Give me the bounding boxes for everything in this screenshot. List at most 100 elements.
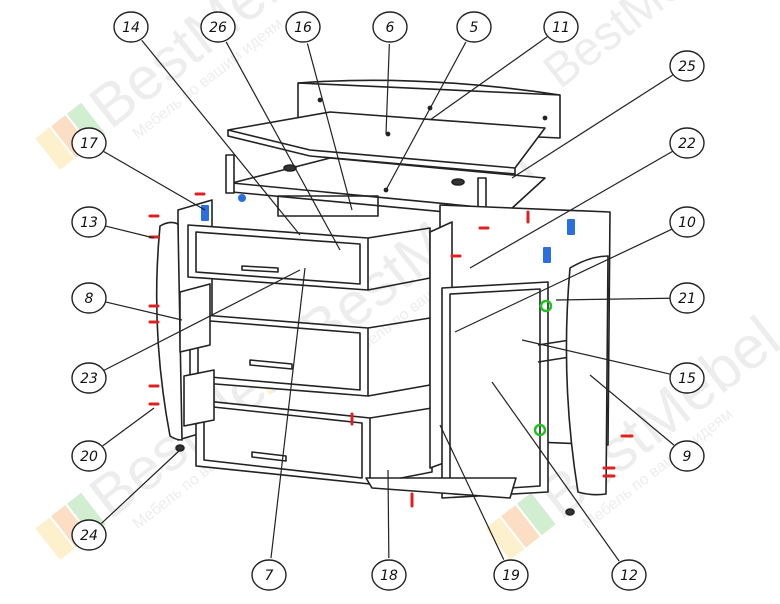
callout-number: 20 bbox=[80, 449, 98, 465]
callout-number: 18 bbox=[380, 568, 398, 584]
callout-number: 7 bbox=[265, 568, 274, 584]
callout-circle bbox=[669, 50, 705, 82]
callout-23: 23 bbox=[71, 269, 301, 394]
callout-19: 19 bbox=[439, 424, 529, 591]
callout-circle bbox=[200, 11, 236, 43]
watermark-color-block bbox=[501, 505, 540, 548]
callout-number: 11 bbox=[552, 20, 570, 36]
hinge-icon bbox=[567, 219, 575, 235]
callout-leader-line bbox=[454, 228, 672, 333]
cam-fitting-icon bbox=[533, 423, 547, 437]
callout-leader-line bbox=[511, 74, 674, 179]
callout-number: 24 bbox=[80, 528, 98, 544]
callout-circle bbox=[493, 559, 529, 591]
callout-circle bbox=[71, 362, 107, 394]
callout-10: 10 bbox=[454, 206, 705, 333]
drawer-3-side bbox=[369, 407, 433, 485]
callout-number: 15 bbox=[678, 371, 696, 387]
callout-leader-line bbox=[387, 469, 390, 559]
callout-leader-line bbox=[491, 381, 620, 562]
callout-circle bbox=[372, 11, 408, 43]
callout-leader-line bbox=[105, 225, 155, 239]
callout-number: 10 bbox=[678, 215, 696, 231]
watermark-color-block bbox=[35, 127, 75, 170]
foot-icon bbox=[175, 444, 185, 452]
callout-circle bbox=[669, 127, 705, 159]
drawer-handle-icon bbox=[249, 359, 293, 370]
callout-circle bbox=[285, 11, 321, 43]
callout-leader-line bbox=[225, 41, 341, 251]
bottom-plinth bbox=[365, 477, 517, 499]
callout-number: 19 bbox=[502, 568, 520, 584]
callout-6: 6 bbox=[372, 11, 408, 135]
callout-leader-line bbox=[589, 374, 675, 446]
cabinet-door bbox=[441, 281, 549, 499]
callout-21: 21 bbox=[555, 282, 705, 314]
callout-number: 14 bbox=[122, 20, 140, 36]
cam-fitting-icon bbox=[238, 194, 246, 202]
callout-number: 8 bbox=[85, 291, 94, 307]
drawer-body-left bbox=[183, 369, 215, 427]
callout-leader-line bbox=[103, 150, 206, 211]
callout-14: 14 bbox=[113, 11, 301, 236]
callout-leader-line bbox=[469, 150, 673, 269]
callout-leader-line bbox=[439, 424, 505, 560]
right-curved-side bbox=[565, 255, 609, 496]
callout-number: 26 bbox=[209, 20, 227, 36]
left-post bbox=[225, 154, 235, 194]
screw-icon bbox=[317, 97, 323, 103]
cabinet-door-inner bbox=[449, 288, 541, 493]
callout-circle bbox=[669, 206, 705, 238]
callout-number: 13 bbox=[80, 215, 98, 231]
callout-11: 11 bbox=[429, 11, 579, 121]
callout-leader-line bbox=[270, 267, 306, 559]
callout-leader-line bbox=[429, 36, 548, 121]
callout-13: 13 bbox=[71, 206, 155, 239]
callout-number: 9 bbox=[683, 449, 692, 465]
top-board-cutout bbox=[277, 195, 379, 217]
top-panel-edge bbox=[227, 130, 516, 175]
screw-icon bbox=[542, 115, 548, 121]
callout-9: 9 bbox=[589, 374, 705, 472]
cam-fitting-icon bbox=[451, 178, 465, 186]
callout-leader-line bbox=[306, 43, 353, 211]
callout-leader-line bbox=[102, 407, 155, 447]
callout-15: 15 bbox=[521, 339, 705, 394]
callout-circle bbox=[669, 282, 705, 314]
drawer-front-2-inner bbox=[197, 319, 361, 391]
drawer-front-1-inner bbox=[195, 231, 361, 285]
callout-18: 18 bbox=[371, 469, 407, 591]
callout-circle bbox=[71, 127, 107, 159]
watermark-color-block bbox=[485, 517, 525, 560]
drawer-front-3-inner bbox=[203, 405, 363, 479]
cam-fitting-icon bbox=[539, 299, 553, 313]
callout-circle bbox=[543, 11, 579, 43]
hinge-icon bbox=[201, 205, 209, 221]
callout-number: 22 bbox=[678, 136, 696, 152]
callout-number: 16 bbox=[294, 20, 312, 36]
callout-24: 24 bbox=[71, 449, 181, 551]
callout-leader-line bbox=[103, 269, 301, 371]
callout-26: 26 bbox=[200, 11, 341, 251]
callout-circle bbox=[71, 519, 107, 551]
callout-circle bbox=[71, 440, 107, 472]
callout-5: 5 bbox=[385, 11, 492, 191]
callout-circle bbox=[113, 11, 149, 43]
cam-fitting-icon bbox=[283, 164, 297, 172]
drawer-front-1 bbox=[187, 224, 369, 291]
hinge-icon bbox=[543, 247, 551, 263]
callout-leader-line bbox=[521, 339, 671, 375]
callout-number: 25 bbox=[678, 59, 696, 75]
callout-22: 22 bbox=[469, 127, 705, 269]
furniture-parts bbox=[148, 79, 634, 516]
callout-25: 25 bbox=[511, 50, 705, 179]
shelf-edge bbox=[537, 339, 571, 346]
top-panel bbox=[227, 111, 546, 169]
watermark-color-block bbox=[35, 517, 75, 560]
green-fitting-group bbox=[533, 299, 553, 437]
callout-number: 23 bbox=[80, 371, 98, 387]
shelf-edge bbox=[537, 356, 571, 363]
